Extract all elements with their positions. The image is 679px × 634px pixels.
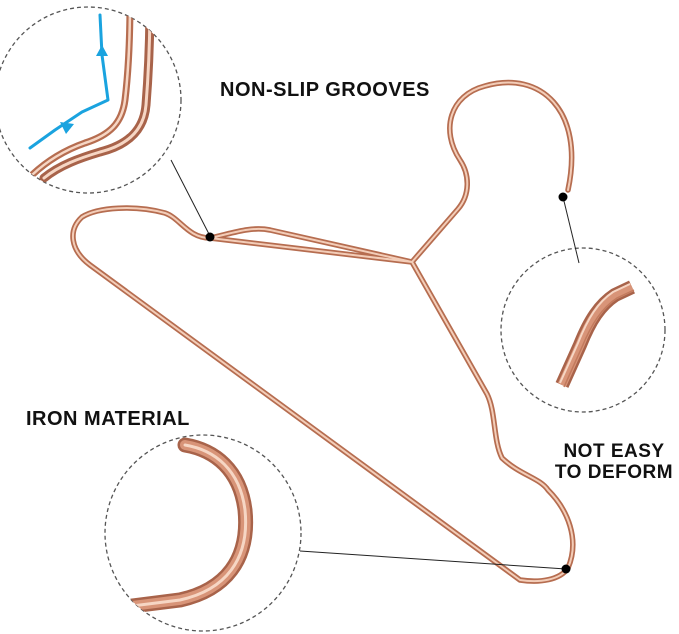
wire-end-detail-circle (500, 247, 666, 413)
iron-material-label: IRON MATERIAL (26, 408, 190, 430)
arrow-right-icon (60, 122, 74, 134)
non-slip-grooves-label: NON-SLIP GROOVES (220, 79, 430, 101)
grooves-marker-dot (205, 232, 215, 242)
clothes-hanger (70, 79, 576, 584)
not-easy-to-deform-label: NOT EASY TO DEFORM (554, 441, 674, 483)
iron-material-detail-circle (104, 434, 302, 632)
wire-end-marker-dot (558, 192, 568, 202)
bend-marker-dot (561, 564, 571, 574)
callout-lines (170, 159, 580, 570)
grooves-detail-circle (0, 6, 182, 194)
arrow-up-icon (96, 45, 108, 56)
